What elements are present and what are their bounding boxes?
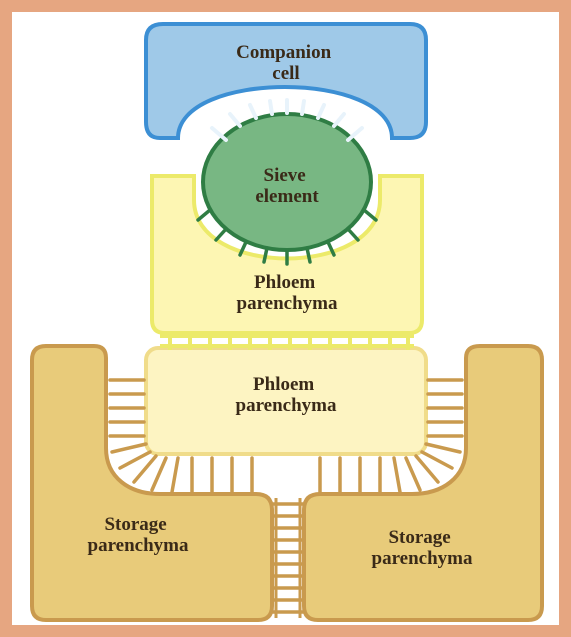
svg-text:Sieve element: Sieve element [255,165,319,207]
sieve-element: Sieve element [203,114,371,250]
phloem-parenchyma-lower-label-line2: parenchyma [236,395,337,416]
companion-cell-label-line2: cell [272,63,299,84]
storage-parenchyma-right-label-line2: parenchyma [372,548,473,569]
storage-parenchyma-left-label-line1: Storage [104,514,166,535]
phloem-parenchyma-upper-label-line1: Phloem [254,272,315,293]
storage-parenchyma-left-label-line2: parenchyma [88,535,189,556]
storage-parenchyma-right-label-line1: Storage [388,527,450,548]
phloem-parenchyma-upper-label-line2: parenchyma [237,293,338,314]
sieve-element-label-line2: element [255,186,319,207]
companion-cell-label-line1: Companion [236,42,331,63]
phloem-parenchyma-lower-label-line1: Phloem [253,374,314,395]
sieve-element-label-line1: Sieve [264,165,306,186]
phloem-parenchyma-lower: Phloem parenchyma [146,348,426,454]
